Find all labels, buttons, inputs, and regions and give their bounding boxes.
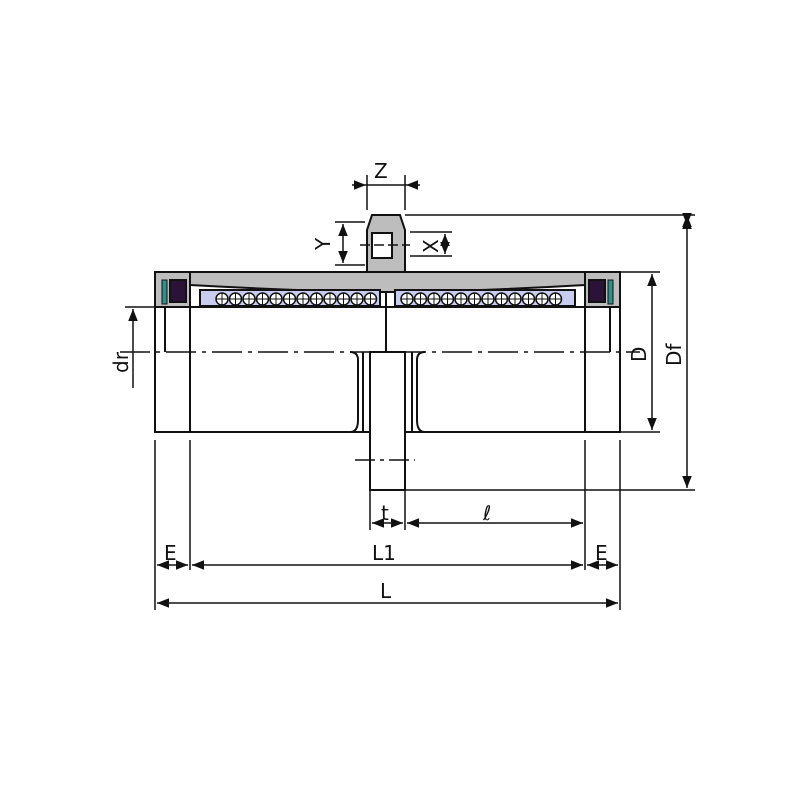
- lower-body-right: [416, 351, 586, 433]
- label-l-total: L: [380, 579, 392, 603]
- label-y: Y: [311, 237, 335, 251]
- label-t: t: [381, 501, 389, 525]
- label-df: Df: [662, 343, 686, 366]
- label-d: D: [627, 347, 651, 362]
- ring-left: [161, 279, 168, 305]
- ring-right: [607, 279, 614, 305]
- seal-right: [588, 279, 606, 303]
- lower-flange-stem: [369, 351, 406, 491]
- seal-left: [169, 279, 187, 303]
- label-x: X: [419, 239, 443, 253]
- label-l: ℓ: [482, 501, 491, 525]
- lower-body-left: [189, 351, 359, 433]
- label-dr: dr: [109, 351, 133, 373]
- label-z: Z: [374, 159, 388, 183]
- ball-row: [215, 292, 563, 306]
- label-e-right: E: [595, 541, 608, 565]
- label-l1: L1: [372, 541, 396, 565]
- label-e-left: E: [164, 541, 177, 565]
